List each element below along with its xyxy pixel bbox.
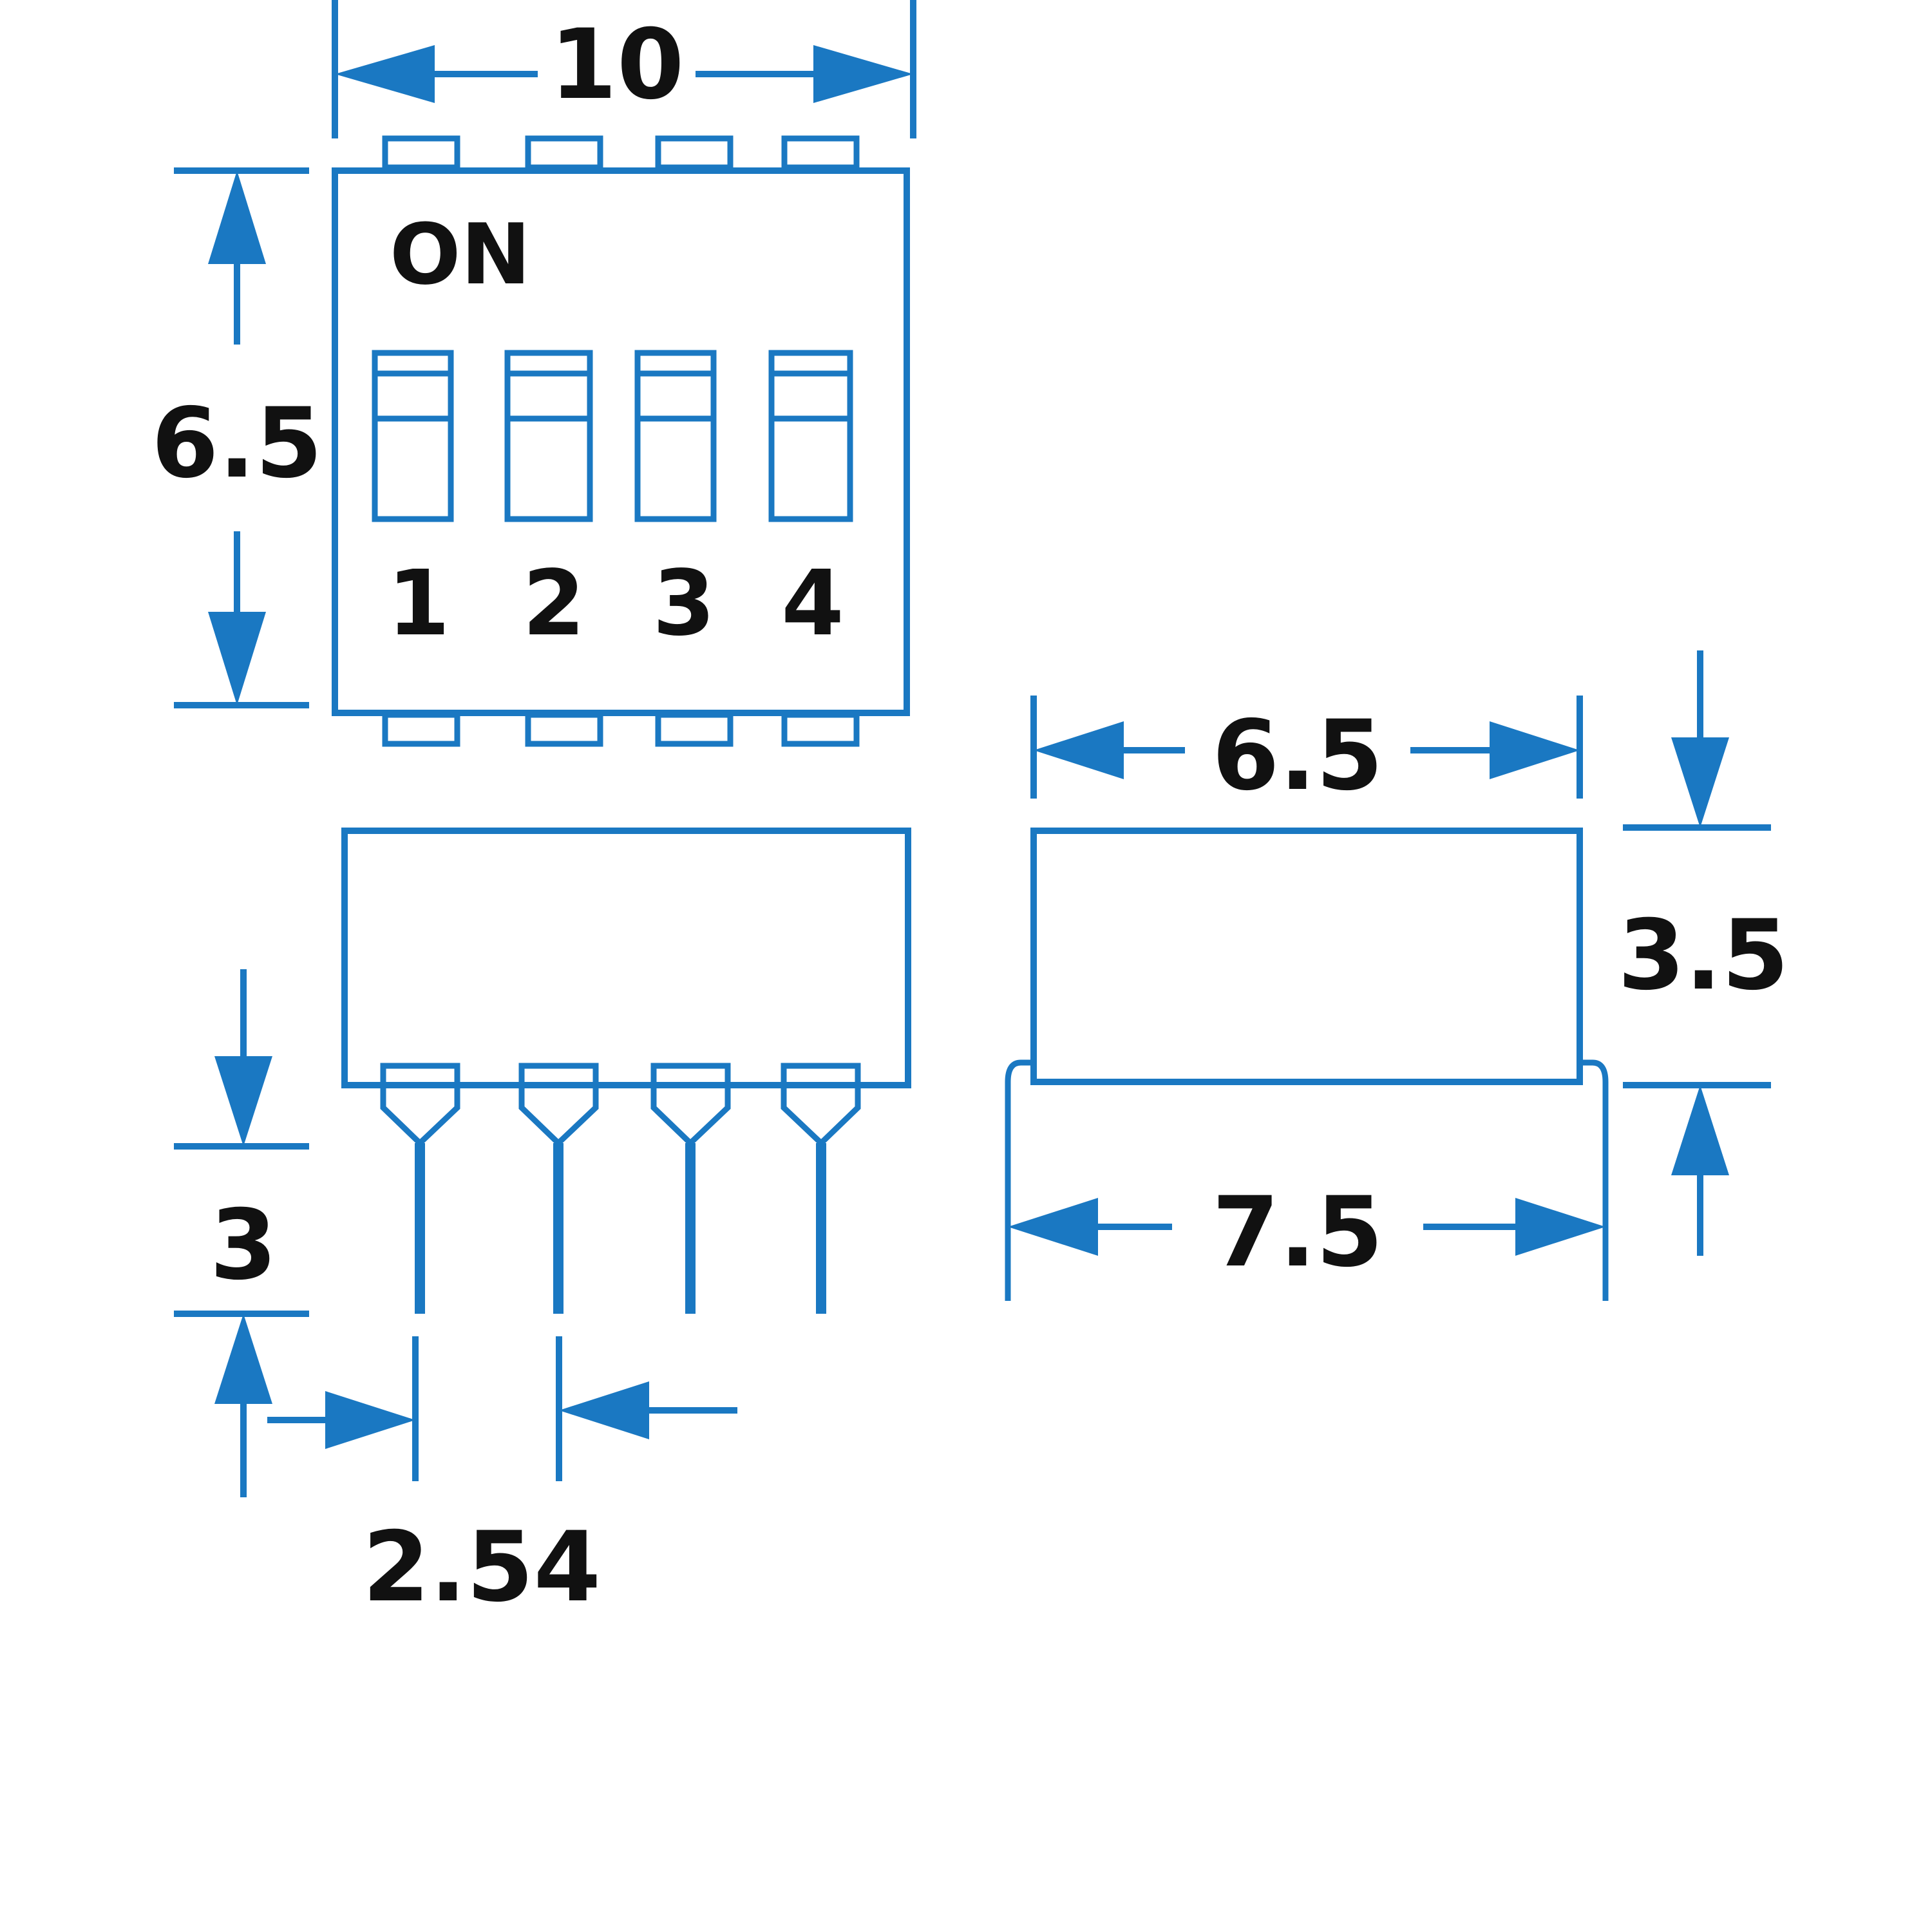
switch-number-3: 3 <box>652 551 715 656</box>
lead-span-dimension-7-5: 7.5 <box>1008 1177 1605 1289</box>
switch-number-4: 4 <box>781 551 844 656</box>
side-view: 6.5 7.5 3.5 <box>1005 650 1789 1301</box>
side-width-dimension-6-5: 6.5 <box>1030 696 1583 812</box>
side-height-dimension-3-5: 3.5 <box>1618 650 1789 1256</box>
lead-span-label: 7.5 <box>1212 1177 1383 1289</box>
switch-2 <box>504 350 593 522</box>
front-view: 3 2.54 <box>174 828 911 1624</box>
pin-length-dimension-3: 3 <box>174 969 309 1497</box>
bottom-pin-3 <box>655 712 734 747</box>
front-pin-3 <box>650 1063 731 1314</box>
bottom-pin-4 <box>781 712 860 747</box>
side-height-label: 3.5 <box>1618 900 1789 1012</box>
switch-4 <box>768 350 853 522</box>
side-right-lead <box>1580 1059 1609 1301</box>
side-left-lead <box>1005 1059 1034 1301</box>
switch-number-2: 2 <box>522 551 585 656</box>
front-pin-1 <box>380 1063 460 1314</box>
side-width-label: 6.5 <box>1212 700 1383 812</box>
on-label: ON <box>390 205 531 303</box>
front-pin-4 <box>781 1063 861 1314</box>
bottom-pin-1 <box>382 712 460 747</box>
switch-number-1: 1 <box>387 551 450 656</box>
top-pin-3 <box>655 135 734 171</box>
width-dimension-10: 10 <box>332 0 916 138</box>
top-view-body <box>332 167 910 716</box>
pin-length-label: 3 <box>210 1189 277 1302</box>
width-dim-label: 10 <box>550 9 685 121</box>
bottom-pin-2 <box>525 712 603 747</box>
top-pin-1 <box>382 135 460 171</box>
front-pin-2 <box>518 1063 599 1314</box>
pin-pitch-dimension-2-54: 2.54 <box>267 1336 737 1624</box>
height-dim-label: 6.5 <box>151 388 323 500</box>
height-dimension-6-5: 6.5 <box>151 167 323 708</box>
pin-pitch-label: 2.54 <box>363 1511 601 1624</box>
top-pin-2 <box>525 135 603 171</box>
side-view-body <box>1030 828 1583 1085</box>
front-view-body <box>341 828 911 1088</box>
top-pin-4 <box>781 135 860 171</box>
switch-1 <box>372 350 454 522</box>
switch-3 <box>634 350 717 522</box>
top-view: ON 1 2 3 4 <box>151 0 916 747</box>
